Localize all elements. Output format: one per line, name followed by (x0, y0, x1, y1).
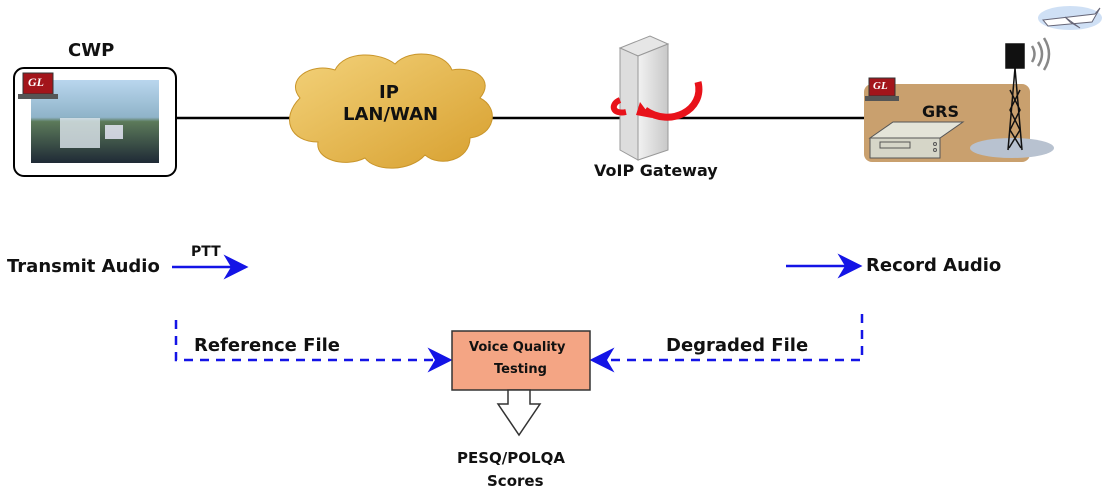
cloud-shape (289, 53, 493, 169)
scores-label-line1: PESQ/POLQA (457, 449, 565, 467)
output-arrow (496, 389, 542, 437)
gateway-label: VoIP Gateway (594, 161, 718, 180)
signal-waves-icon (1030, 37, 1051, 71)
cwp-gl-badge: GL (28, 75, 44, 89)
transmit-audio-label: Transmit Audio (7, 256, 160, 277)
grs-node (864, 6, 1102, 162)
cwp-label: CWP (68, 40, 115, 61)
gateway-node (610, 35, 703, 161)
degraded-file-connector (589, 314, 864, 373)
reference-file-label: Reference File (194, 335, 340, 356)
gl-laptop-icon (18, 72, 58, 99)
degraded-file-label: Degraded File (666, 335, 809, 356)
airplane-icon (1038, 6, 1102, 30)
gl-laptop-icon (865, 77, 899, 101)
cwp-node (13, 67, 177, 177)
vqt-label-line1: Voice Quality (469, 340, 566, 355)
vqt-label-line2: Testing (494, 362, 547, 377)
record-audio-label: Record Audio (866, 255, 1002, 276)
cloud-label-line1: IP (379, 82, 399, 103)
radio-tower-icon (1005, 43, 1025, 151)
reference-file-connector (174, 320, 453, 373)
cloud-label-line2: LAN/WAN (343, 104, 439, 125)
gateway-arrow-icon (642, 81, 703, 121)
grs-label: GRS (922, 102, 959, 121)
scores-label-line2: Scores (487, 472, 544, 490)
radio-unit-icon (868, 121, 965, 159)
ptt-label: PTT (191, 244, 221, 260)
grs-gl-badge: GL (873, 80, 888, 92)
